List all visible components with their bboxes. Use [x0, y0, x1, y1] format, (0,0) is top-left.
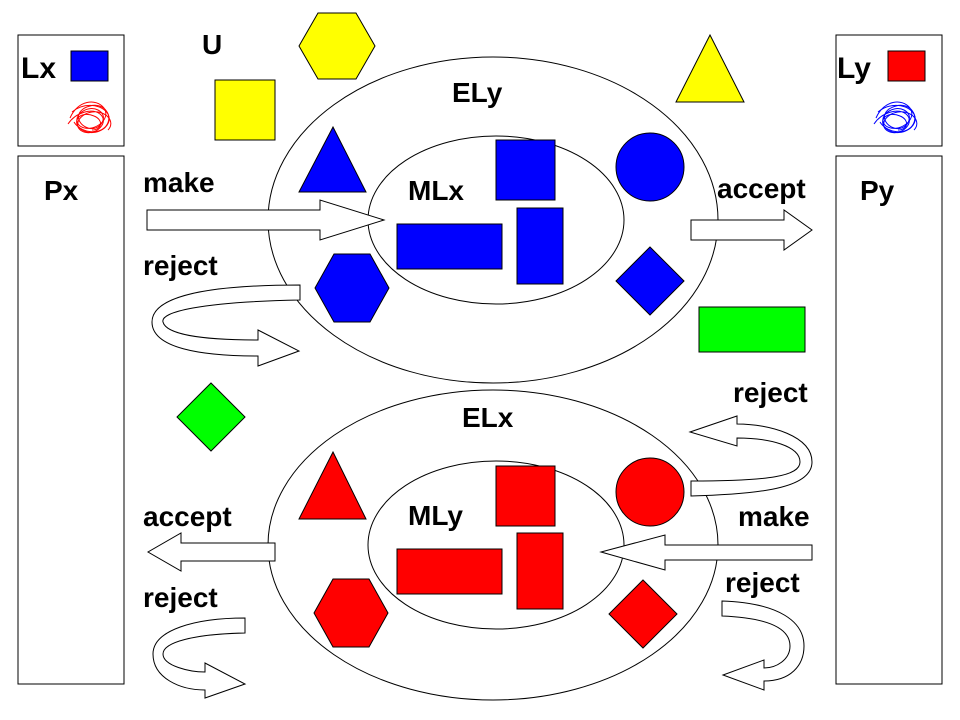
- red-square-icon: [495, 465, 556, 527]
- make-bottom-label: make: [738, 501, 810, 532]
- ly-red-square-icon: [887, 50, 926, 82]
- yellow-hexagon-icon: [298, 12, 376, 80]
- reject-bottom-right-label: reject: [725, 567, 800, 598]
- make-arrow-right-top-icon: [146, 199, 386, 241]
- ely-label: ELy: [452, 77, 503, 108]
- reject-mid-right-label: reject: [733, 377, 808, 408]
- reject-curved-arrow-bottom-right-icon: [721, 600, 805, 691]
- elx-label: ELx: [462, 402, 514, 433]
- py-label: Py: [860, 175, 895, 206]
- universe-label: U: [202, 29, 222, 60]
- blue-circle-icon: [615, 132, 685, 202]
- yellow-triangle-icon: [675, 33, 745, 103]
- lx-label: Lx: [21, 52, 56, 85]
- reject-bottom-left-label: reject: [143, 582, 218, 613]
- blue-triangle-icon: [298, 125, 367, 193]
- red-tall-rectangle-icon: [516, 532, 564, 610]
- ly-label: Ly: [837, 52, 871, 85]
- yellow-square-icon: [214, 79, 276, 141]
- py-process-box: [835, 155, 943, 685]
- red-circle-icon: [615, 457, 685, 527]
- reject-curved-arrow-bottom-left-icon: [152, 617, 247, 699]
- make-top-label: make: [143, 167, 215, 198]
- green-diamond-icon: [176, 382, 246, 452]
- px-process-box: [17, 155, 125, 685]
- reject-top-left-label: reject: [143, 250, 218, 281]
- mly-label: MLy: [408, 500, 463, 531]
- accept-arrow-left-icon: [146, 532, 276, 572]
- accept-top-label: accept: [717, 173, 806, 204]
- accept-arrow-right-icon: [690, 209, 813, 251]
- reject-curved-arrow-mid-right-icon: [688, 415, 813, 497]
- blue-diamond-icon: [615, 246, 685, 316]
- make-arrow-left-bottom-icon: [599, 534, 813, 571]
- red-wide-rectangle-icon: [396, 548, 503, 595]
- blue-square-icon: [495, 139, 556, 201]
- lx-blue-square-icon: [70, 50, 109, 82]
- blue-wide-rectangle-icon: [396, 223, 503, 270]
- red-diamond-icon: [608, 579, 678, 649]
- mlx-label: MLx: [408, 175, 464, 206]
- mly-inner-ellipse: [367, 460, 625, 630]
- blue-tall-rectangle-icon: [516, 207, 564, 285]
- green-rectangle-icon: [698, 306, 806, 353]
- reject-curved-arrow-top-left-icon: [151, 284, 301, 367]
- red-triangle-icon: [298, 450, 367, 520]
- blue-scribble-icon: [873, 101, 918, 134]
- red-scribble-icon: [67, 101, 112, 134]
- red-hexagon-icon: [313, 578, 389, 648]
- accept-bottom-label: accept: [143, 501, 232, 532]
- px-label: Px: [44, 175, 79, 206]
- blue-hexagon-icon: [314, 253, 390, 323]
